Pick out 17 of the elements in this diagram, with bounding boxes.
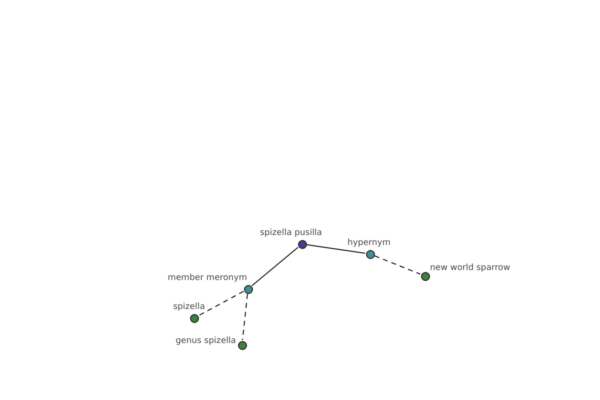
node-circle — [190, 314, 198, 322]
connector-line — [242, 293, 248, 341]
connector-line — [198, 290, 244, 316]
node-circle — [420, 272, 430, 280]
node-circle — [238, 340, 246, 350]
node-circle — [244, 284, 252, 294]
node-label: member meronym — [168, 273, 247, 283]
node-label: spizella pusilla — [260, 228, 322, 238]
node-label: genus spizella — [176, 336, 236, 346]
node-label: spizella — [173, 302, 205, 312]
connector-line — [306, 244, 366, 254]
node-label: hypernym — [347, 238, 391, 248]
node-label: new world sparrow — [430, 263, 510, 273]
connector-line — [374, 255, 421, 275]
node-circle — [298, 240, 306, 248]
node-circle — [366, 250, 374, 258]
connector-line — [251, 246, 299, 286]
